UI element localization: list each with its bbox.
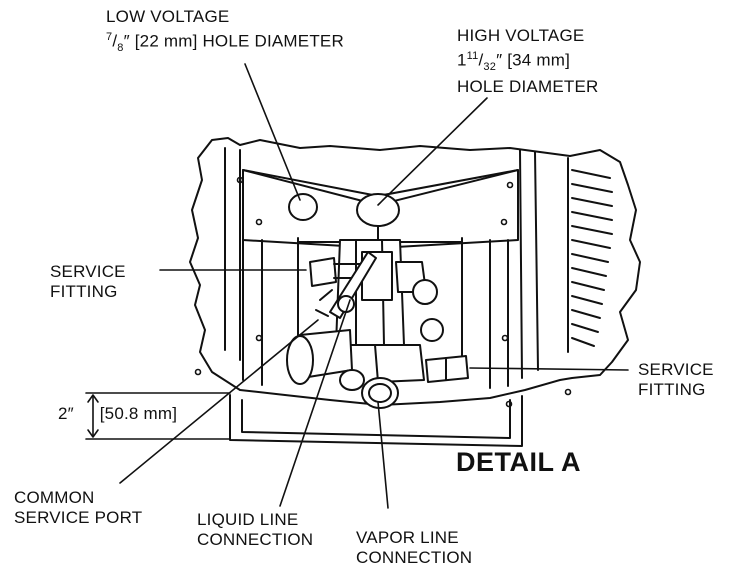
low-voltage-label: LOW VOLTAGE 7/8″ [22 mm] HOLE DIAMETER (106, 7, 344, 58)
high-voltage-hole (356, 193, 400, 227)
high-voltage-size: 111/32″ [34 mm] (457, 50, 571, 74)
leader-lines (85, 63, 629, 509)
left-corner-post (224, 147, 241, 361)
common-service-port-label: COMMON SERVICE PORT (14, 488, 143, 527)
mounting-base (229, 394, 523, 447)
liquid-line-label: LIQUID LINE CONNECTION (197, 510, 314, 549)
screws (194, 176, 572, 408)
detail-title: DETAIL A (456, 447, 581, 477)
right-corner-post (519, 149, 539, 379)
service-fitting-left-cap (309, 257, 337, 287)
low-voltage-size: 7/8″ [22 mm] HOLE DIAMETER (106, 31, 344, 55)
vapor-line-label: VAPOR LINE CONNECTION (356, 528, 473, 567)
dimension-label: 2″ [50.8 mm] (58, 404, 178, 423)
low-voltage-hole (288, 193, 318, 221)
service-panel (242, 237, 509, 389)
vapor-line-stub (361, 377, 399, 409)
high-voltage-label: HIGH VOLTAGE 111/32″ [34 mm] HOLE DIAMET… (457, 26, 599, 97)
service-fitting-left-label: SERVICE FITTING (50, 262, 126, 301)
grille-louvers (567, 157, 613, 353)
service-fitting-right-label: SERVICE FITTING (638, 360, 714, 399)
